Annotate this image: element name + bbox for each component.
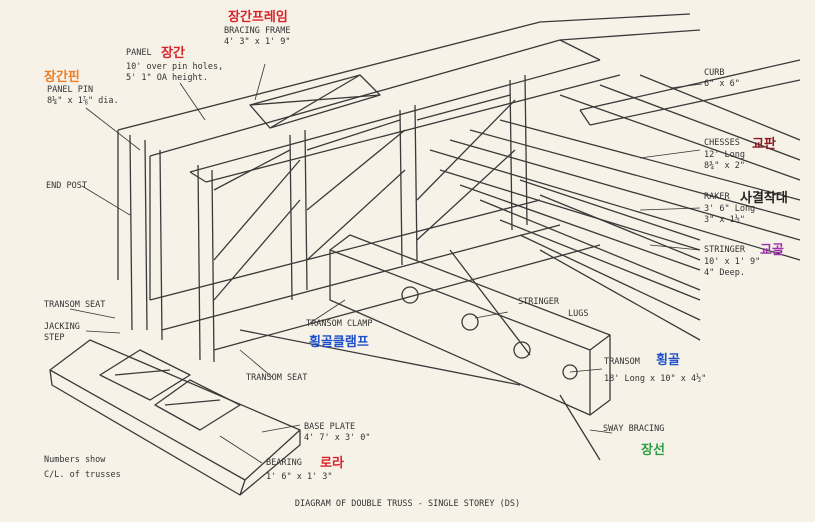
chesses-dims-2: 8¾" x 2" <box>704 161 745 171</box>
base-plate-drawing <box>49 339 301 496</box>
bracing-frame-dims: 4' 3" x 1' 9" <box>224 37 291 47</box>
chesses-korean-label: 교판 <box>752 137 776 152</box>
panel-pin-dims: 8¼" x 1⅞" dia. <box>47 96 119 106</box>
bearing-title: BEARING <box>266 458 302 468</box>
raker-korean-label: 사결착대 <box>740 191 788 206</box>
sway-bracing-korean-label: 장선 <box>641 443 665 458</box>
panel-title: PANEL <box>126 48 152 58</box>
jacking-step-label-2: STEP <box>44 333 65 343</box>
jacking-step-label-1: JACKING <box>44 322 80 332</box>
curb-title: CURB <box>704 68 725 78</box>
transom-seat-left-label: TRANSOM SEAT <box>44 300 106 310</box>
stringer-lugs-label-2: LUGS <box>568 309 589 319</box>
stringer-title: STRINGER <box>704 245 745 255</box>
raker-dims-2: 3" x 1½" <box>704 215 745 225</box>
transom-clamp-korean-label: 횡골클램프 <box>309 335 369 350</box>
panel-dims-1: 10' over pin holes, <box>126 62 224 72</box>
chesses-dims-1: 12' Long <box>704 150 745 160</box>
transom-drawing <box>329 234 611 416</box>
transom-korean-label: 횡골 <box>656 353 680 368</box>
bearing-drawing <box>99 349 241 431</box>
curb-drawing <box>579 59 801 126</box>
transom-seat-label: TRANSOM SEAT <box>246 373 308 383</box>
base-plate-title: BASE PLATE <box>304 422 356 432</box>
bracing-frame-title: BRACING FRAME <box>224 26 291 36</box>
bearing-korean-label: 로라 <box>320 456 344 471</box>
panel-dims-2: 5' 1" OA height. <box>126 73 208 83</box>
stringer-dims-2: 4" Deep. <box>704 268 745 278</box>
numbers-note-1: Numbers show <box>44 455 106 465</box>
panel-pin-korean-label: 장간핀 <box>44 70 80 85</box>
end-post-label: END POST <box>46 181 87 191</box>
bearing-dims: 1' 6" x 1' 3" <box>266 472 333 482</box>
raker-title: RAKER <box>704 192 730 202</box>
stringer-dims-1: 10' x 1' 9" <box>704 257 761 267</box>
raker-dims-1: 3' 6" Long <box>704 204 756 214</box>
sway-bracing-title: SWAY BRACING <box>603 424 665 434</box>
panel-pin-title: PANEL PIN <box>47 85 94 95</box>
chesses-title: CHESSES <box>704 138 740 148</box>
bracing-frame-drawing <box>249 74 381 129</box>
numbers-note-2: C/L. of trusses <box>44 470 121 480</box>
base-plate-dims: 4' 7' x 3' 0" <box>304 433 371 443</box>
transom-dims: 18' Long x 10" x 4½" <box>604 374 707 384</box>
stringer-lugs-label-1: STRINGER <box>518 297 559 307</box>
diagram-caption: DIAGRAM OF DOUBLE TRUSS - SINGLE STOREY … <box>294 499 521 509</box>
sway-bracing-drawing <box>239 249 601 461</box>
transom-title: TRANSOM <box>604 357 640 367</box>
stringer-korean-label: 교골 <box>760 243 784 258</box>
bracing-frame-korean-label: 장간프레임 <box>228 10 288 25</box>
curb-dims: 6" x 6" <box>704 79 740 89</box>
end-post-drawing <box>129 134 215 363</box>
panel-korean-label: 장간 <box>161 46 185 61</box>
transom-clamp-label: TRANSOM CLAMP <box>306 319 373 329</box>
